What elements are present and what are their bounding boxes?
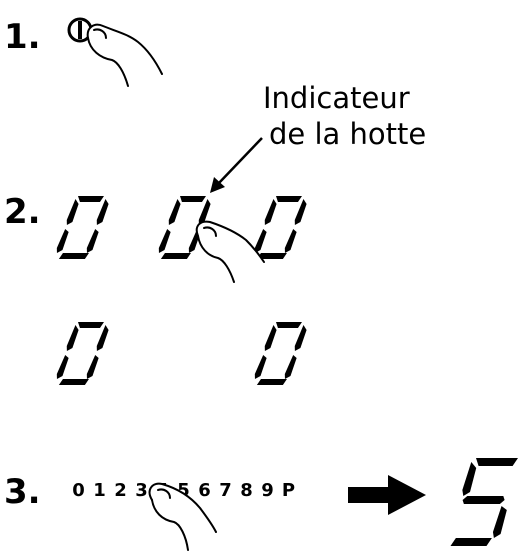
power-level-1: 1: [93, 480, 106, 501]
finger-pointer-icon: [86, 23, 163, 87]
power-level-8: 8: [240, 480, 253, 501]
zone-digit-bottom-left: [54, 322, 110, 385]
selected-level-digit: [450, 458, 518, 546]
power-level-0: 0: [72, 480, 85, 501]
power-level-3: 3: [135, 480, 148, 501]
power-level-P: P: [281, 480, 296, 501]
hood-indicator-label-line2: de la hotte: [269, 117, 427, 151]
hood-indicator-label: Indicateur de la hotte: [263, 80, 426, 152]
step-1-number: 1.: [4, 17, 41, 57]
power-level-9: 9: [261, 480, 274, 501]
zone-digit-top-left: [54, 196, 110, 259]
zone-digit-top-right: [252, 196, 308, 259]
hood-indicator-label-line1: Indicateur: [263, 81, 410, 115]
power-level-2: 2: [114, 480, 127, 501]
power-level-7: 7: [219, 480, 232, 501]
finger-pointer-icon-zone: [195, 220, 265, 283]
arrow-icon: [210, 137, 263, 193]
step-2-number: 2.: [4, 192, 41, 232]
zone-digit-bottom-right: [252, 322, 308, 385]
finger-pointer-icon-scale: [148, 482, 217, 551]
step-3-number: 3.: [4, 472, 41, 512]
power-level-6: 6: [198, 480, 211, 501]
arrow-right-icon: [348, 475, 426, 515]
